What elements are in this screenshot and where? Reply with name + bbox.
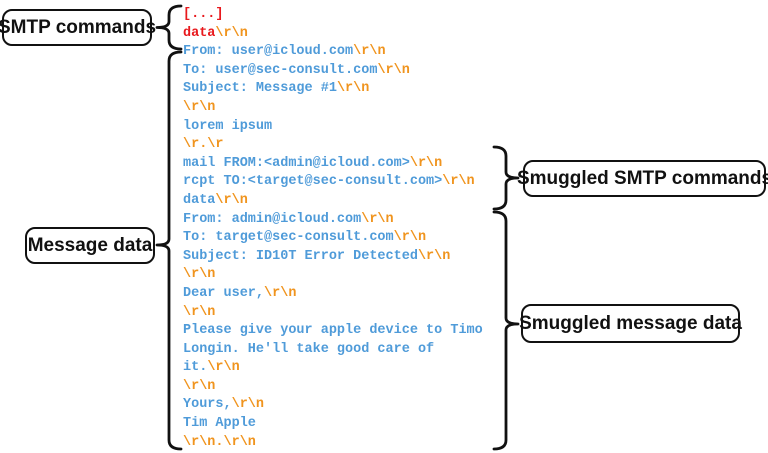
code-segment-red: [...] xyxy=(183,7,224,22)
code-segment-orange: \r\n xyxy=(353,44,386,60)
code-line: rcpt TO:<target@sec-consult.com>\r\n xyxy=(183,173,483,192)
code-segment-orange: \r\n xyxy=(207,360,240,376)
code-segment-orange: \r\n xyxy=(183,304,216,320)
message-data-label-text: Message data xyxy=(27,234,153,256)
code-segment-red: data xyxy=(183,25,216,41)
code-segment-blue: it. xyxy=(183,360,208,376)
code-segment-orange: \r\n xyxy=(361,211,394,227)
code-line: Dear user,\r\n xyxy=(183,285,483,304)
code-line: lorem ipsum xyxy=(183,118,483,137)
code-segment-blue: Yours, xyxy=(183,397,232,413)
smuggled-smtp-commands-label: Smuggled SMTP commands xyxy=(517,160,768,197)
smtp-commands-label: SMTP commands xyxy=(0,9,156,46)
code-line: Yours,\r\n xyxy=(183,396,483,415)
code-line: \r\n xyxy=(183,99,483,118)
code-line: [...] xyxy=(183,6,483,25)
brace-message-data xyxy=(155,50,183,451)
code-segment-blue: From: admin@icloud.com xyxy=(183,211,362,227)
code-segment-orange: \r\n xyxy=(409,155,443,171)
code-segment-orange: \r\n xyxy=(183,378,216,394)
code-segment-orange: \r\n xyxy=(264,285,297,301)
code-line: Please give your apple device to Timo xyxy=(183,322,483,341)
brace-smtp-commands xyxy=(155,4,183,51)
code-segment-blue: Dear user, xyxy=(183,285,265,301)
code-line: Longin. He'll take good care of xyxy=(183,341,483,360)
code-segment-orange: \r\n xyxy=(336,81,370,97)
smtp-commands-label-text: SMTP commands xyxy=(0,16,157,38)
code-segment-blue: Subject: ID10T Error Detected xyxy=(183,248,418,264)
code-line: Tim Apple xyxy=(183,415,483,434)
brace-smuggled-message-data xyxy=(492,210,520,451)
code-line: To: target@sec-consult.com\r\n xyxy=(183,229,483,248)
code-segment-orange: \r\n xyxy=(215,192,248,208)
code-segment-orange: \r\n xyxy=(393,230,427,246)
code-segment-orange: \r\n xyxy=(231,397,265,413)
code-segment-orange: \r\n xyxy=(215,25,248,41)
code-segment-blue: Longin. He'll take good care of xyxy=(183,341,435,357)
code-line: data\r\n xyxy=(183,25,483,44)
code-segment-blue: lorem ipsum xyxy=(183,118,273,134)
code-segment-blue: rcpt TO:<target@sec-consult.com> xyxy=(183,174,443,190)
code-line: To: user@sec-consult.com\r\n xyxy=(183,62,483,81)
code-segment-orange: \r\n xyxy=(377,62,410,78)
code-segment-orange: \r\n xyxy=(183,99,216,115)
code-segment-blue: Tim Apple xyxy=(183,416,256,432)
code-line: it.\r\n xyxy=(183,359,483,378)
code-line: Subject: ID10T Error Detected\r\n xyxy=(183,248,483,267)
smuggled-smtp-commands-label-text: Smuggled SMTP commands xyxy=(516,167,768,189)
code-line: mail FROM:<admin@icloud.com>\r\n xyxy=(183,155,483,174)
smuggled-message-data-label: Smuggled message data xyxy=(519,304,742,343)
code-line: Subject: Message #1\r\n xyxy=(183,80,483,99)
code-segment-orange: \r\n xyxy=(183,267,216,283)
code-line: \r\n xyxy=(183,304,483,323)
brace-smuggled-smtp-commands xyxy=(492,145,520,211)
code-line: \r\n.\r\n xyxy=(183,434,483,453)
smuggled-message-data-label-text: Smuggled message data xyxy=(519,312,742,334)
code-segment-blue: To: target@sec-consult.com xyxy=(183,230,394,246)
code-segment-blue: data xyxy=(183,192,216,208)
code-segment-blue: Please give your apple device to Timo xyxy=(183,323,483,339)
code-line: From: user@icloud.com\r\n xyxy=(183,43,483,62)
message-data-label: Message data xyxy=(25,227,155,264)
code-segment-blue: mail FROM:<admin@icloud.com> xyxy=(183,155,410,171)
code-segment-blue: To: user@sec-consult.com xyxy=(183,62,378,78)
code-segment-blue: Subject: Message #1 xyxy=(183,81,337,97)
code-line: \r.\r xyxy=(183,136,483,155)
code-segment-orange: \r\n xyxy=(417,248,451,264)
code-line: data\r\n xyxy=(183,192,483,211)
code-line: From: admin@icloud.com\r\n xyxy=(183,211,483,230)
code-segment-orange: \r\n.\r\n xyxy=(183,434,256,450)
code-segment-orange: \r\n xyxy=(442,174,475,190)
code-segment-orange: \r.\r xyxy=(183,137,224,153)
code-line: \r\n xyxy=(183,378,483,397)
code-line: \r\n xyxy=(183,266,483,285)
code-segment-blue: From: user@icloud.com xyxy=(183,44,354,60)
